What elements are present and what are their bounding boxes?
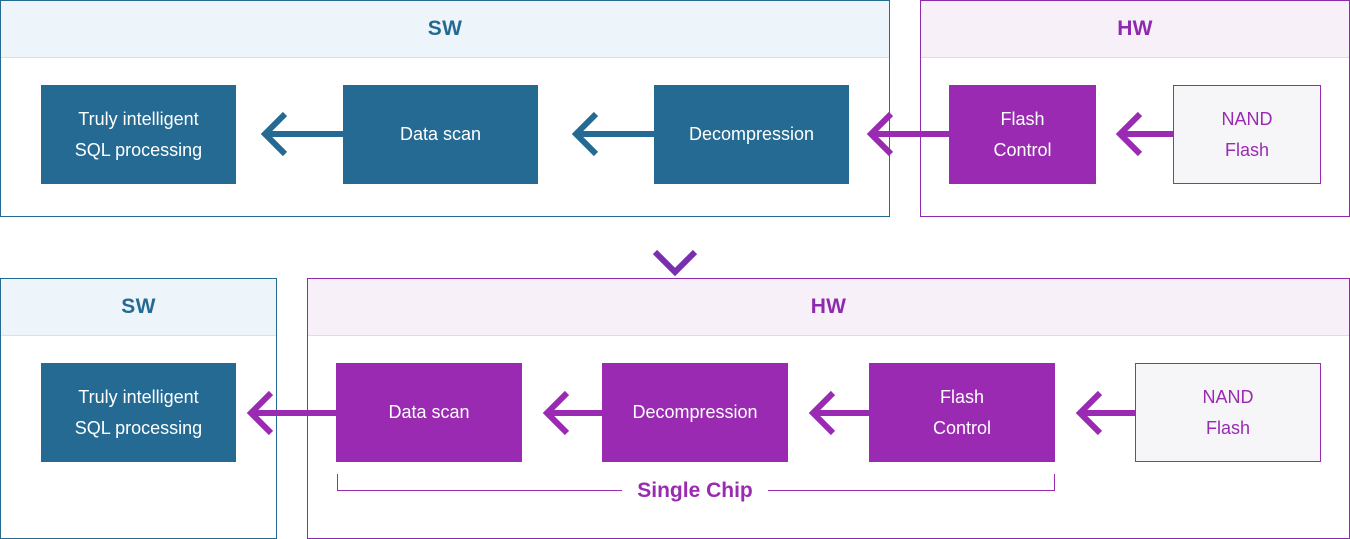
arrow-left-icon [1075,390,1135,436]
top-nand-flash-box: NAND Flash [1173,85,1321,184]
single-chip-label: Single Chip [622,476,768,506]
arrow-left-icon [1115,111,1173,157]
top-decompression-box: Decompression [654,85,849,184]
bottom-hw-panel-title: HW [308,279,1349,336]
bottom-sql-processing-box: Truly intelligent SQL processing [41,363,236,462]
arrow-left-icon [571,111,654,157]
bottom-nand-flash-box: NAND Flash [1135,363,1321,462]
arrow-left-icon [542,390,602,436]
top-hw-panel-title: HW [921,1,1349,58]
arrow-left-icon [246,390,336,436]
top-data-scan-box: Data scan [343,85,538,184]
bottom-sw-panel-title: SW [1,279,276,336]
arrow-down-head-icon [652,249,698,277]
top-sw-panel-title: SW [1,1,889,58]
arrow-left-icon [808,390,869,436]
arrow-left-icon [866,111,949,157]
bottom-data-scan-box: Data scan [336,363,522,462]
top-sql-processing-box: Truly intelligent SQL processing [41,85,236,184]
top-flash-control-box: Flash Control [949,85,1096,184]
arrow-left-icon [260,111,343,157]
bottom-flash-control-box: Flash Control [869,363,1055,462]
bottom-decompression-box: Decompression [602,363,788,462]
